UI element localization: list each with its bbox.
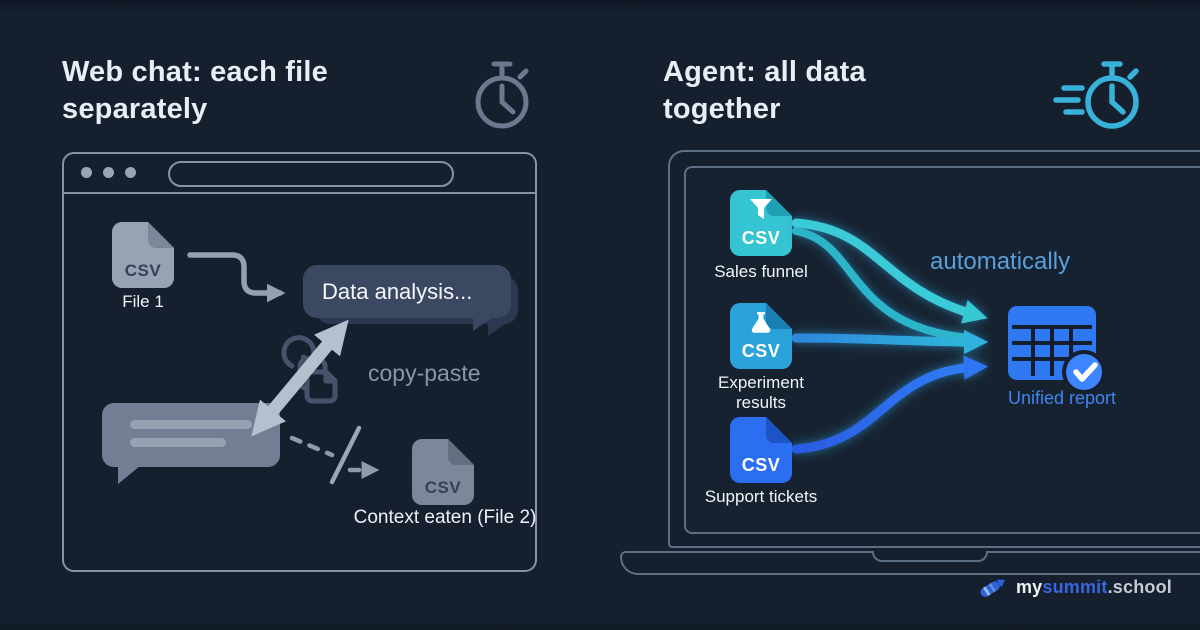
file-shape bbox=[730, 417, 792, 483]
csv-badge: CSV bbox=[424, 478, 462, 497]
csv-badge: CSV bbox=[124, 261, 162, 280]
text-placeholder-line bbox=[130, 438, 226, 447]
flask-icon bbox=[751, 312, 771, 333]
window-dot-icon bbox=[81, 167, 92, 178]
check-circle-icon bbox=[1066, 354, 1102, 390]
sales-funnel-label: Sales funnel bbox=[714, 262, 808, 281]
dashed-arrow-segment bbox=[289, 435, 335, 458]
csv-support-tickets-icon: CSV bbox=[730, 417, 792, 483]
browser-topbar bbox=[64, 154, 535, 194]
brand-highlight: summit bbox=[1042, 576, 1108, 597]
copy-paste-label: copy-paste bbox=[368, 360, 481, 386]
copy-refresh-icon bbox=[281, 335, 338, 404]
csv-file1-icon: CSV bbox=[112, 222, 174, 288]
elbow-arrow bbox=[187, 252, 286, 303]
unified-report-label: Unified report bbox=[1007, 388, 1117, 408]
file-shape bbox=[730, 303, 792, 369]
brand-suffix: .school bbox=[1107, 576, 1172, 597]
csv-badge: CSV bbox=[741, 455, 781, 475]
browser-window: CSV File 1 Data analysis... copy-paste bbox=[62, 152, 537, 572]
table-check-icon bbox=[1008, 306, 1106, 394]
file1-label: File 1 bbox=[122, 292, 164, 311]
text-placeholder-line bbox=[130, 420, 252, 429]
laptop-base bbox=[620, 550, 1200, 575]
chat-bubble-reply bbox=[102, 403, 280, 484]
window-dot-icon bbox=[103, 167, 114, 178]
laptop-screen-frame bbox=[668, 150, 1200, 548]
file-shape bbox=[412, 439, 474, 505]
laptop-notch bbox=[872, 550, 988, 562]
right-panel-title: Agent: all data together bbox=[663, 56, 866, 125]
stopwatch-icon bbox=[475, 61, 529, 129]
context-eaten-label: Context eaten (File 2) bbox=[353, 507, 537, 528]
csv-sales-funnel-icon: CSV bbox=[730, 190, 792, 256]
rocket-icon bbox=[980, 579, 1005, 597]
check-mark bbox=[1073, 362, 1098, 382]
file-shape bbox=[730, 190, 792, 256]
url-bar bbox=[168, 161, 454, 187]
automatically-label: automatically bbox=[930, 248, 1071, 275]
window-dot-icon bbox=[125, 167, 136, 178]
experiment-results-label: Experiment results bbox=[718, 373, 804, 412]
csv-badge: CSV bbox=[741, 341, 781, 361]
left-panel-title: Web chat: each file separately bbox=[62, 56, 328, 125]
funnel-icon bbox=[750, 199, 772, 219]
chat-bubble-data-analysis: Data analysis... bbox=[303, 265, 511, 331]
speed-stopwatch-icon bbox=[1053, 61, 1139, 129]
brand-prefix: my bbox=[1015, 576, 1043, 597]
csv-file2-icon: CSV bbox=[412, 439, 474, 505]
blocked-slash-icon bbox=[329, 425, 362, 485]
support-tickets-label: Support tickets bbox=[704, 487, 818, 506]
csv-badge: CSV bbox=[741, 228, 781, 248]
file-shape bbox=[112, 222, 174, 288]
csv-experiment-icon: CSV bbox=[730, 303, 792, 369]
